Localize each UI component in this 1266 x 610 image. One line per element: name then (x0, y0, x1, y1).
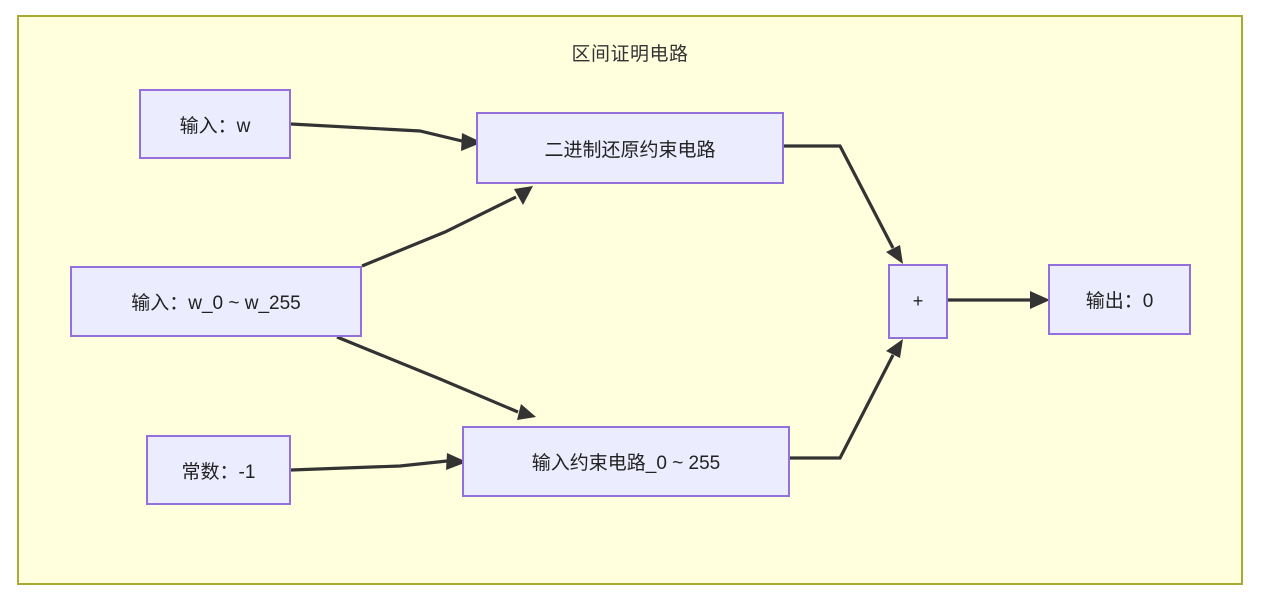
node-output[interactable]: 输出：0 (1048, 264, 1191, 335)
node-input-constraint-circuit[interactable]: 输入约束电路_0 ~ 255 (462, 426, 790, 497)
node-plus-operator[interactable]: + (888, 264, 948, 339)
node-input-w0-w255[interactable]: 输入：w_0 ~ w_255 (70, 266, 362, 337)
node-input-w[interactable]: 输入：w (139, 89, 291, 159)
node-binary-restore-constraint-circuit[interactable]: 二进制还原约束电路 (476, 112, 784, 184)
node-constant[interactable]: 常数：-1 (146, 435, 291, 505)
subgraph-title: 区间证明电路 (571, 44, 689, 65)
